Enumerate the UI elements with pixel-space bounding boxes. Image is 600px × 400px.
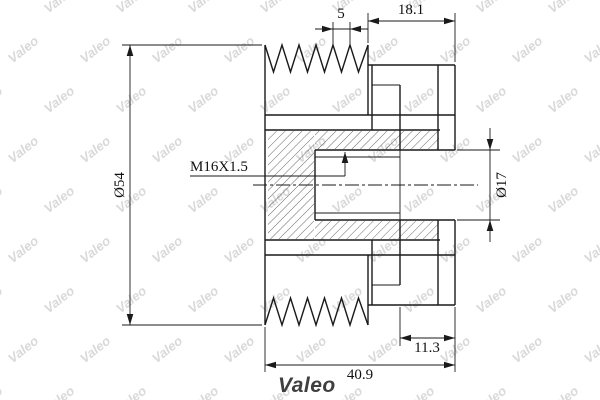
dim-label-flange-width: 11.3 (414, 340, 440, 356)
dim-label-total-width: 40.9 (347, 367, 373, 383)
valeo-logo: Valeo (278, 374, 336, 397)
pulley-cross-section (253, 42, 478, 326)
dim-label-clutch-width: 18.1 (398, 2, 424, 18)
dim-label-rib-pitch: 5 (337, 6, 345, 22)
dim-label-outer-diameter: Ø54 (112, 172, 128, 198)
dim-label-bore-diameter: Ø17 (494, 172, 510, 198)
dimension-labels: 5 18.1 Ø54 M16X1.5 Ø17 11.3 40.9 (112, 2, 510, 383)
dimension-lines (122, 13, 500, 372)
dim-label-thread: M16X1.5 (190, 159, 248, 175)
